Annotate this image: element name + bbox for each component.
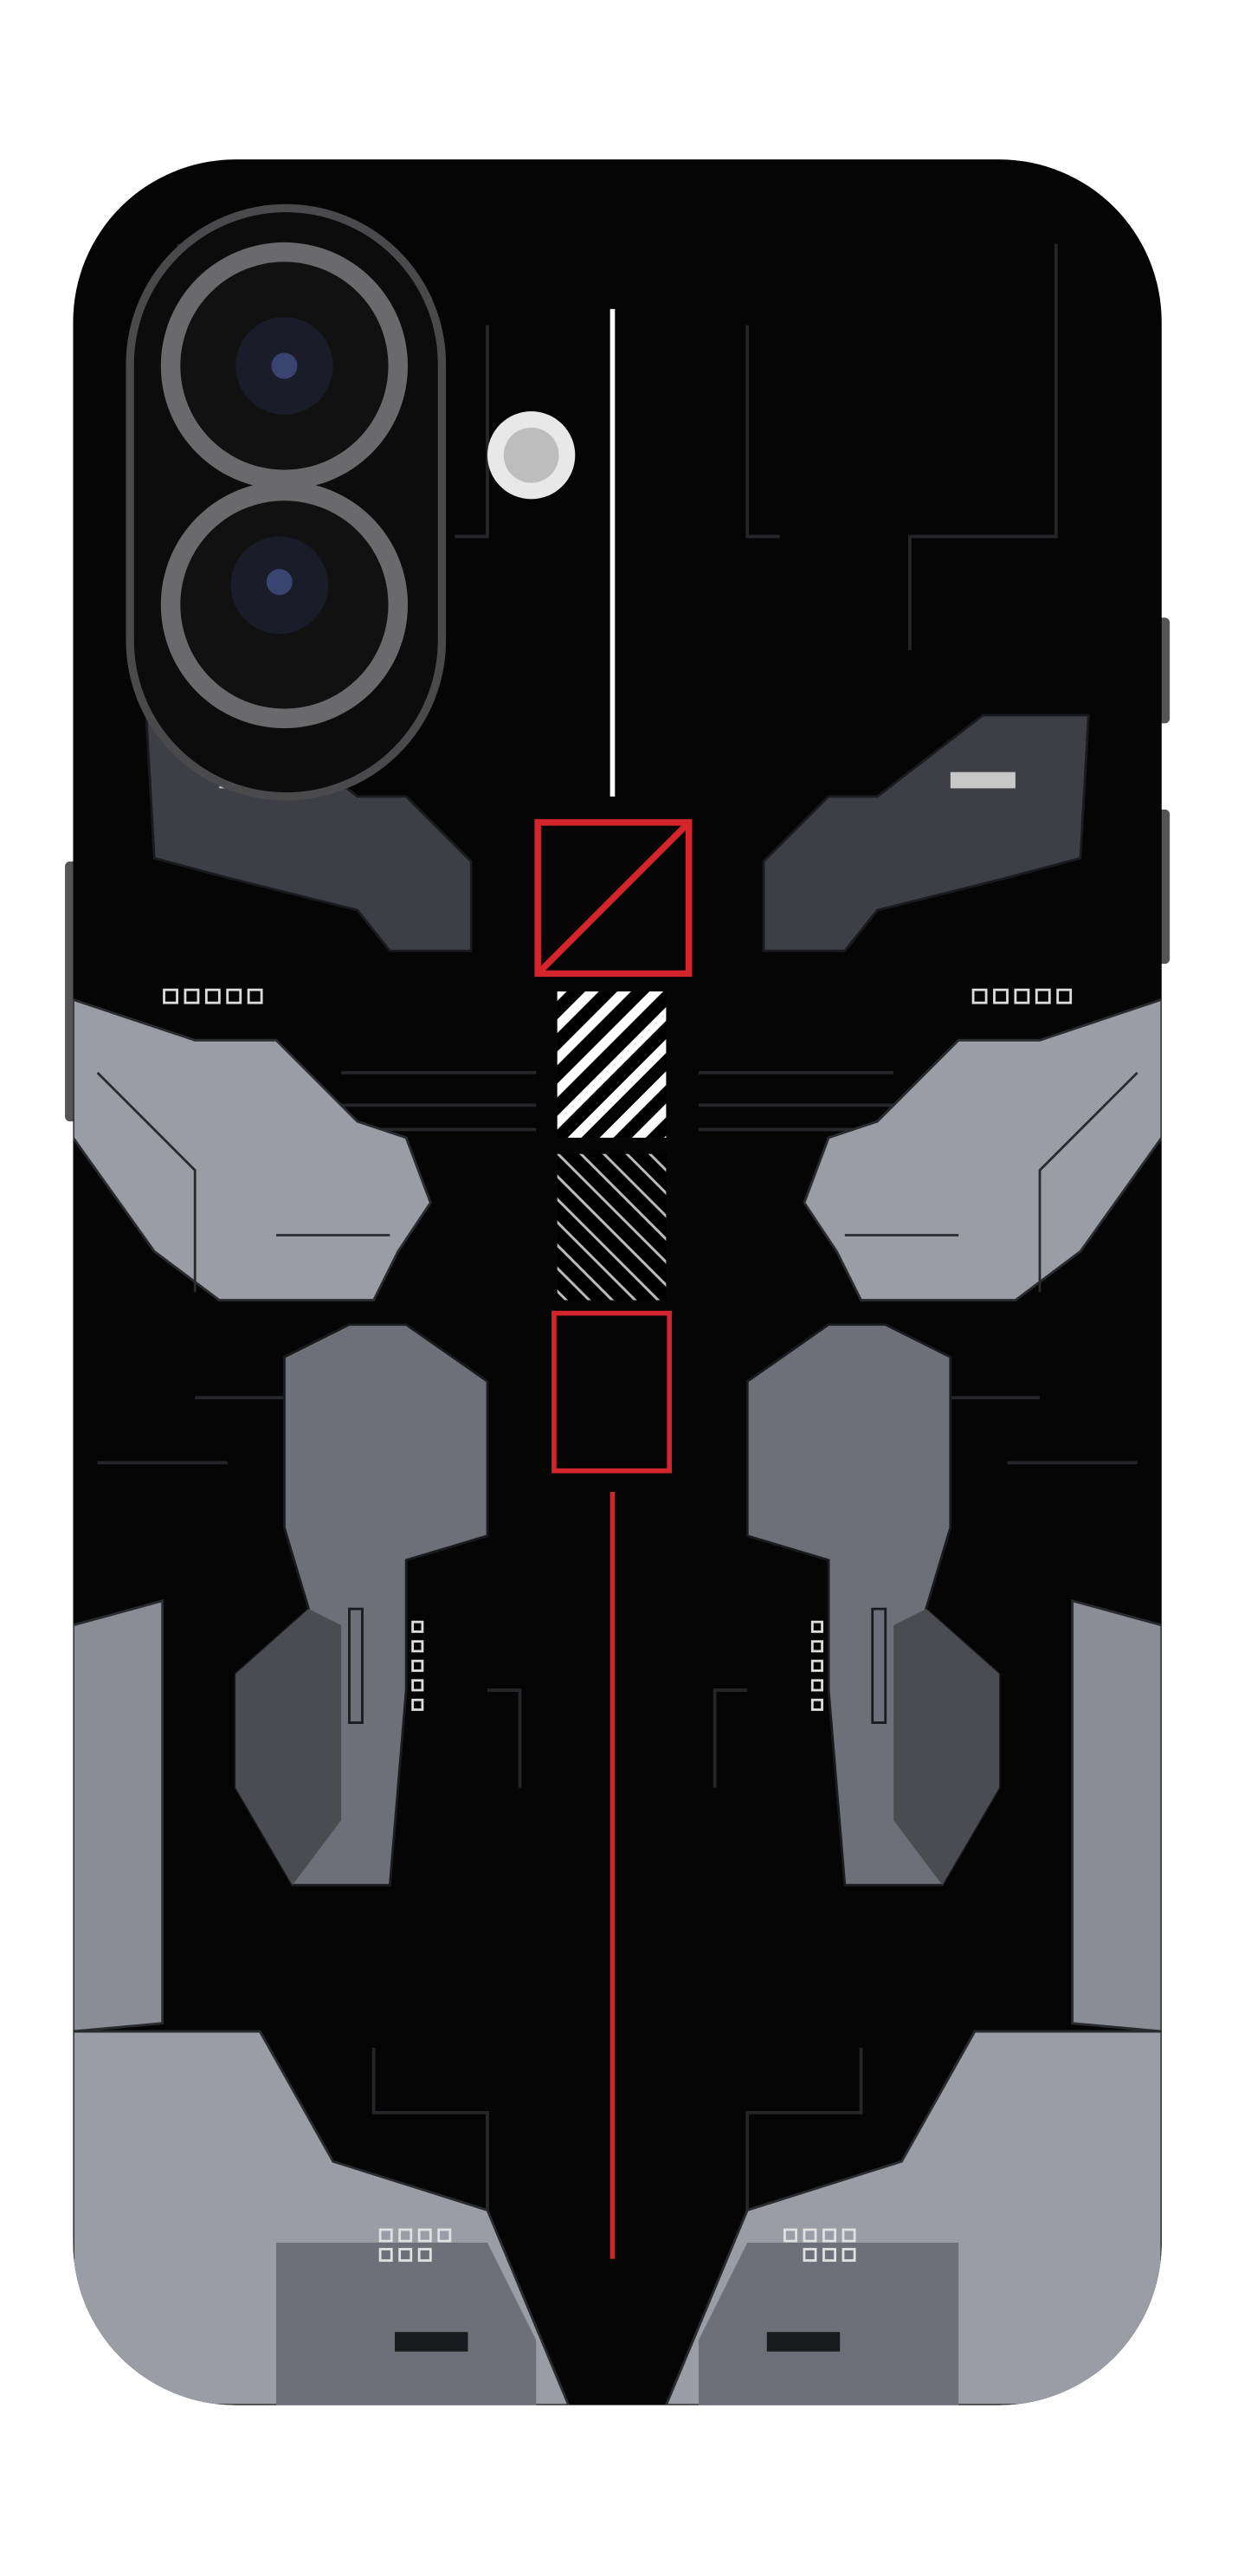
camera-module: [126, 203, 447, 801]
camera-lens-icon: [160, 481, 409, 729]
hatched-white-square: [557, 991, 667, 1138]
red-diagonal-square: [534, 819, 693, 978]
red-square: [551, 1310, 672, 1474]
hatched-grey-square: [557, 1153, 667, 1301]
flash-icon: [487, 411, 576, 500]
camera-lens-icon: [160, 242, 409, 490]
